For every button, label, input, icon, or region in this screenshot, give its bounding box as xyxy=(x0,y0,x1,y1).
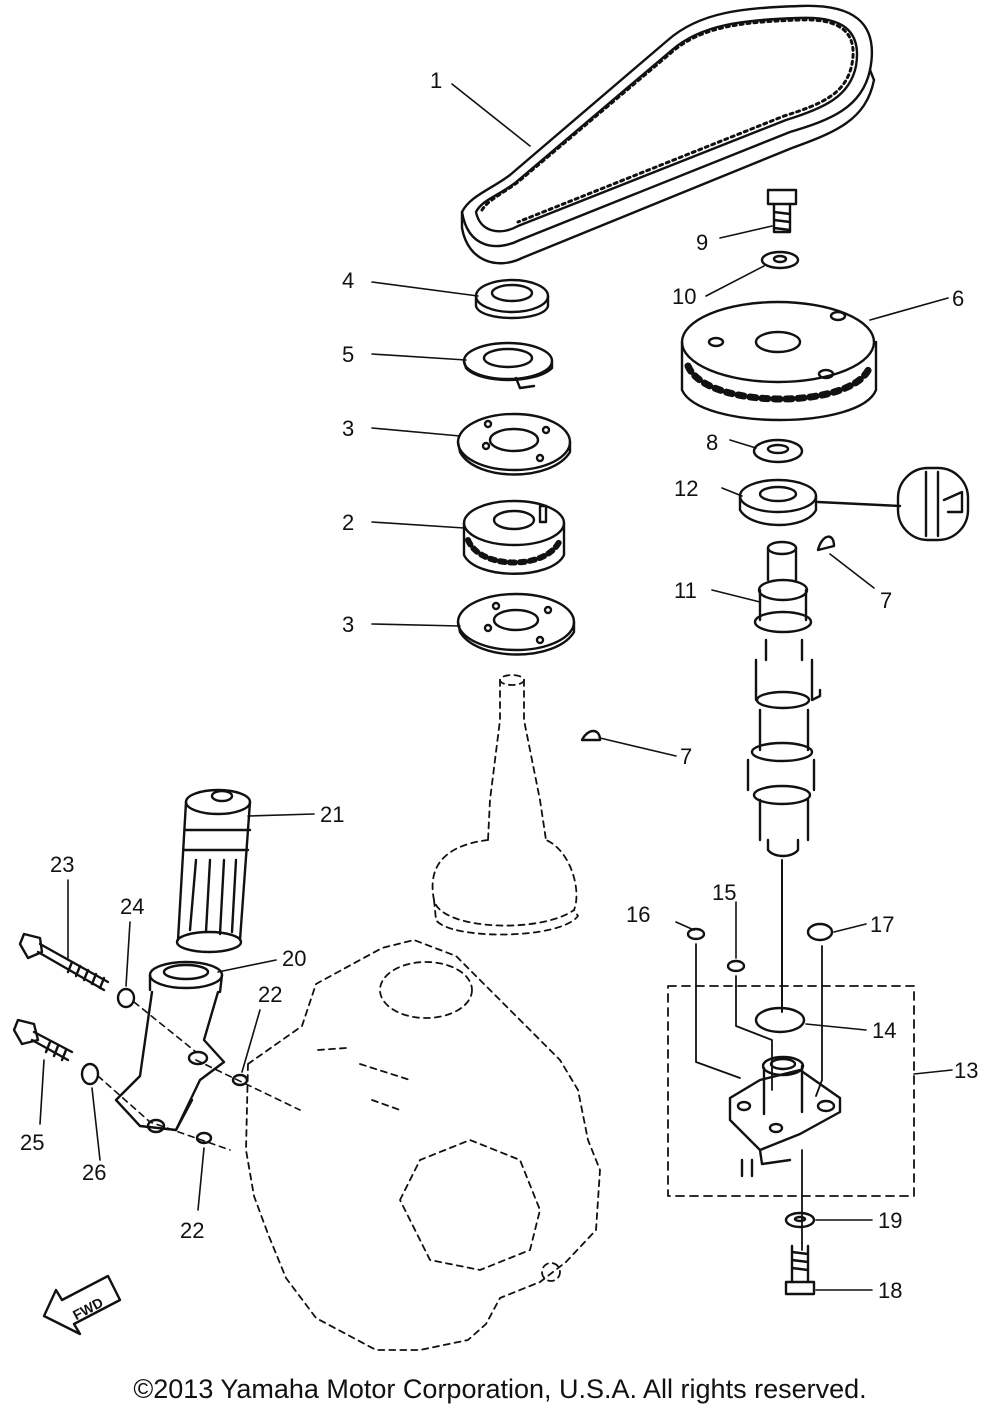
oil-seal xyxy=(738,466,970,542)
pulley-bolt xyxy=(766,188,798,234)
callout-5: 5 xyxy=(342,342,354,367)
callout-8: 8 xyxy=(706,430,718,455)
o-ring-15 xyxy=(726,959,746,973)
callout-21: 21 xyxy=(320,802,344,827)
oil-filter xyxy=(175,788,252,954)
oil-pump xyxy=(728,1055,842,1178)
cylinder-block-phantom xyxy=(245,939,601,1351)
callout-3-upper: 3 xyxy=(342,416,354,441)
crankshaft-phantom xyxy=(431,674,579,936)
callout-14: 14 xyxy=(872,1018,896,1043)
callout-2: 2 xyxy=(342,510,354,535)
woodruff-key-upper xyxy=(816,535,836,552)
oil-pump-assembly-box xyxy=(667,985,915,1197)
callout-1: 1 xyxy=(430,68,442,93)
callout-9: 9 xyxy=(696,230,708,255)
callout-15: 15 xyxy=(712,880,736,905)
fwd-label: FWD xyxy=(70,1294,106,1323)
leader-lines xyxy=(39,83,953,1291)
washer-19 xyxy=(784,1211,816,1229)
o-ring-16 xyxy=(686,927,706,941)
washer xyxy=(760,250,800,270)
callout-26: 26 xyxy=(82,1160,106,1185)
camshaft xyxy=(746,540,822,858)
camshaft-pulley xyxy=(680,300,878,422)
long-bolt xyxy=(18,932,110,992)
callout-24: 24 xyxy=(120,894,144,919)
callout-20: 20 xyxy=(282,946,306,971)
callout-12: 12 xyxy=(674,476,698,501)
callout-4: 4 xyxy=(342,268,354,293)
nut xyxy=(474,278,550,320)
washer-24 xyxy=(116,987,136,1009)
washer-26 xyxy=(80,1062,100,1086)
drive-pulley xyxy=(462,499,566,575)
callout-11: 11 xyxy=(674,578,697,603)
lock-washer xyxy=(462,341,554,390)
callout-7-upper: 7 xyxy=(880,588,892,613)
callout-23: 23 xyxy=(50,852,74,877)
callout-7-lower: 7 xyxy=(680,744,692,769)
belt-guide-plate-upper xyxy=(456,412,572,476)
callout-13: 13 xyxy=(954,1058,978,1083)
belt-guide-plate-lower xyxy=(456,592,576,656)
woodruff-key-lower xyxy=(580,729,602,742)
callout-22-upper: 22 xyxy=(258,982,282,1007)
fwd-arrow-icon xyxy=(42,1274,122,1336)
short-bolt xyxy=(12,1018,74,1062)
callout-6: 6 xyxy=(952,286,964,311)
callout-22-lower: 22 xyxy=(180,1218,204,1243)
bolt-leaders xyxy=(97,1001,301,1151)
callout-labels: 1 2 3 3 4 5 6 7 7 8 9 10 11 12 13 14 15 … xyxy=(20,68,978,1323)
pump-o-ring xyxy=(754,1006,806,1034)
callout-16: 16 xyxy=(626,902,650,927)
callout-19: 19 xyxy=(878,1208,902,1233)
filter-housing xyxy=(114,960,226,1134)
callout-17: 17 xyxy=(870,912,894,937)
copyright-notice: ©2013 Yamaha Motor Corporation, U.S.A. A… xyxy=(133,1374,867,1404)
callout-18: 18 xyxy=(878,1278,902,1303)
o-ring-22b xyxy=(195,1131,213,1145)
timing-belt xyxy=(460,4,876,265)
thrust-washer xyxy=(752,438,804,464)
callout-10: 10 xyxy=(672,284,696,309)
pump-bolt xyxy=(784,1244,816,1296)
o-ring-17 xyxy=(806,922,834,942)
callout-3-lower: 3 xyxy=(342,612,354,637)
callout-25: 25 xyxy=(20,1130,44,1155)
